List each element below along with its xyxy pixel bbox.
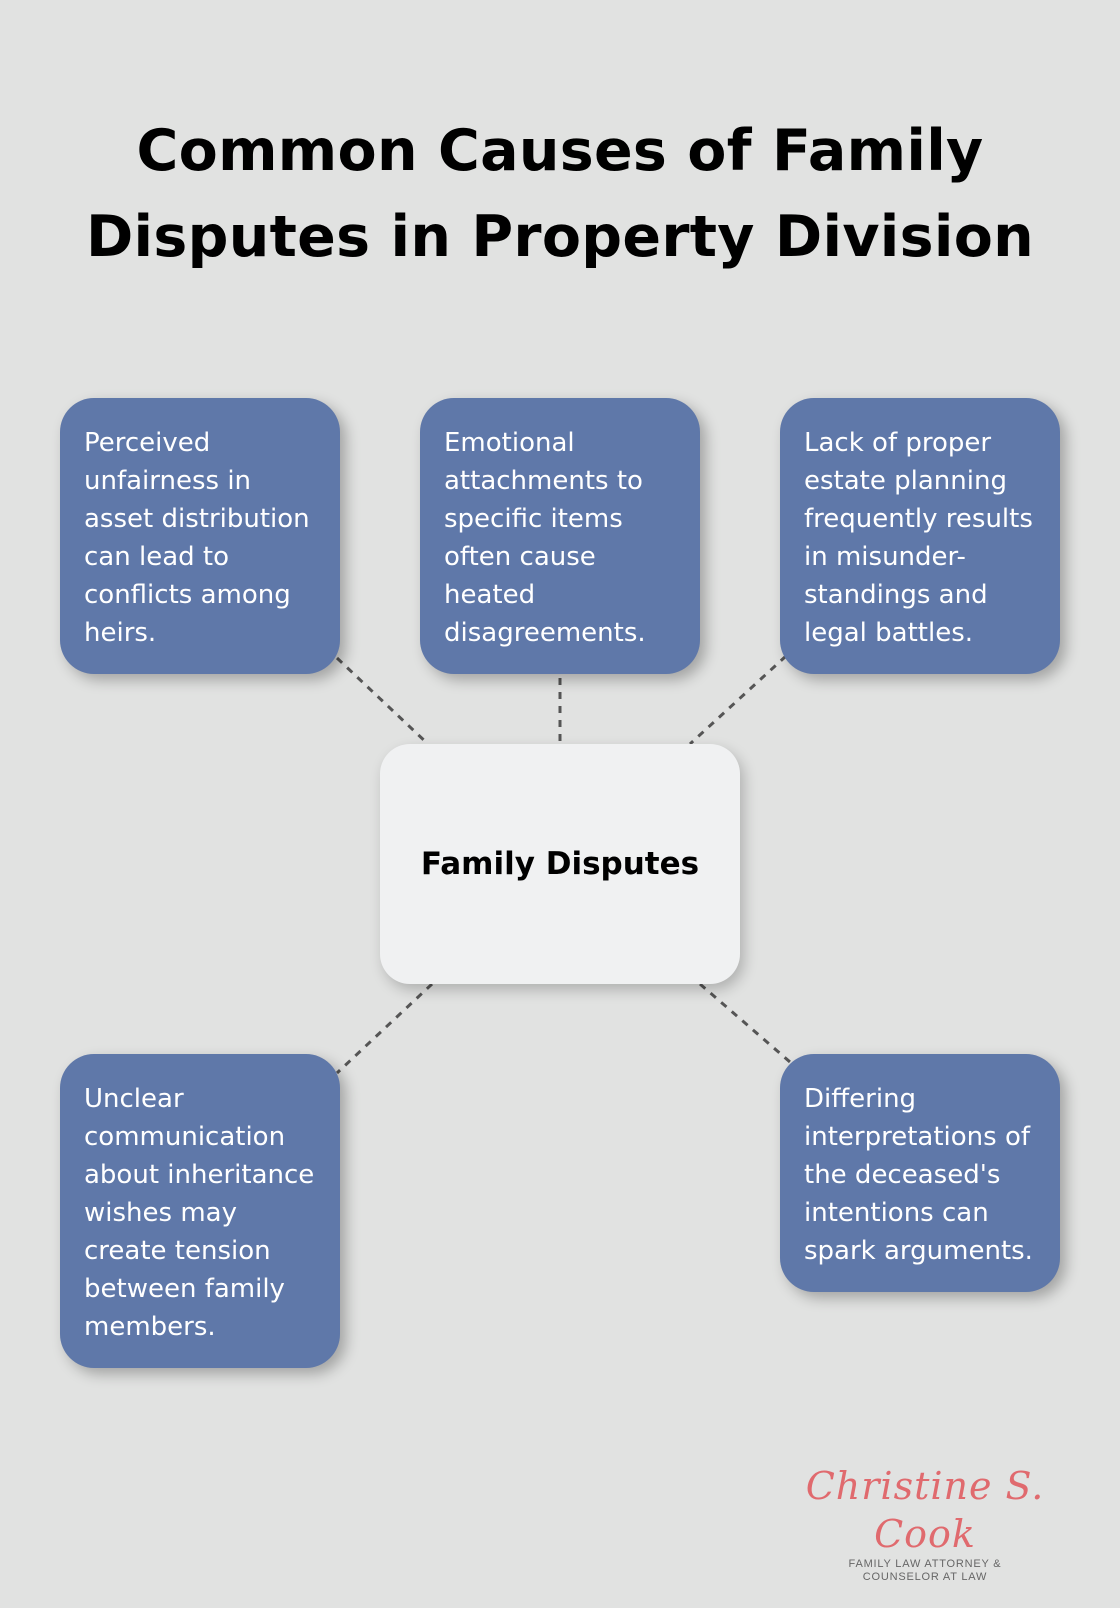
cause-text: Differing interpretations of the decease… [804, 1084, 1033, 1266]
cause-box-5: Differing interpretations of the decease… [780, 1054, 1060, 1292]
cause-box-1: Perceived unfairness in asset distributi… [60, 398, 340, 674]
cause-text: Unclear communication about inheritance … [84, 1084, 315, 1342]
connector-line-1 [335, 656, 430, 746]
connector-line-5 [699, 982, 791, 1064]
cause-box-4: Unclear communication about inheritance … [60, 1054, 340, 1368]
page-title: Common Causes of Family Disputes in Prop… [85, 118, 1035, 270]
cause-box-3: Lack of proper estate planning frequentl… [780, 398, 1060, 674]
center-node-label: Family Disputes [420, 846, 700, 882]
logo-tagline-line2: COUNSELOR AT LAW [862, 1571, 988, 1583]
center-node: Family Disputes [380, 744, 740, 984]
logo-signature: Christine S. Cook [805, 1464, 1045, 1556]
cause-text: Perceived unfairness in asset distributi… [84, 428, 310, 648]
connector-line-4 [335, 982, 434, 1075]
connector-line-3 [688, 654, 788, 746]
cause-box-2: Emotional attachments to specific items … [420, 398, 700, 674]
cause-text: Emotional attachments to specific items … [444, 428, 646, 648]
cause-text: Lack of proper estate planning frequentl… [804, 428, 1033, 648]
logo-tagline-line1: FAMILY LAW ATTORNEY & [848, 1558, 1002, 1570]
brand-logo: Christine S. Cook FAMILY LAW ATTORNEY & … [780, 1462, 1070, 1583]
